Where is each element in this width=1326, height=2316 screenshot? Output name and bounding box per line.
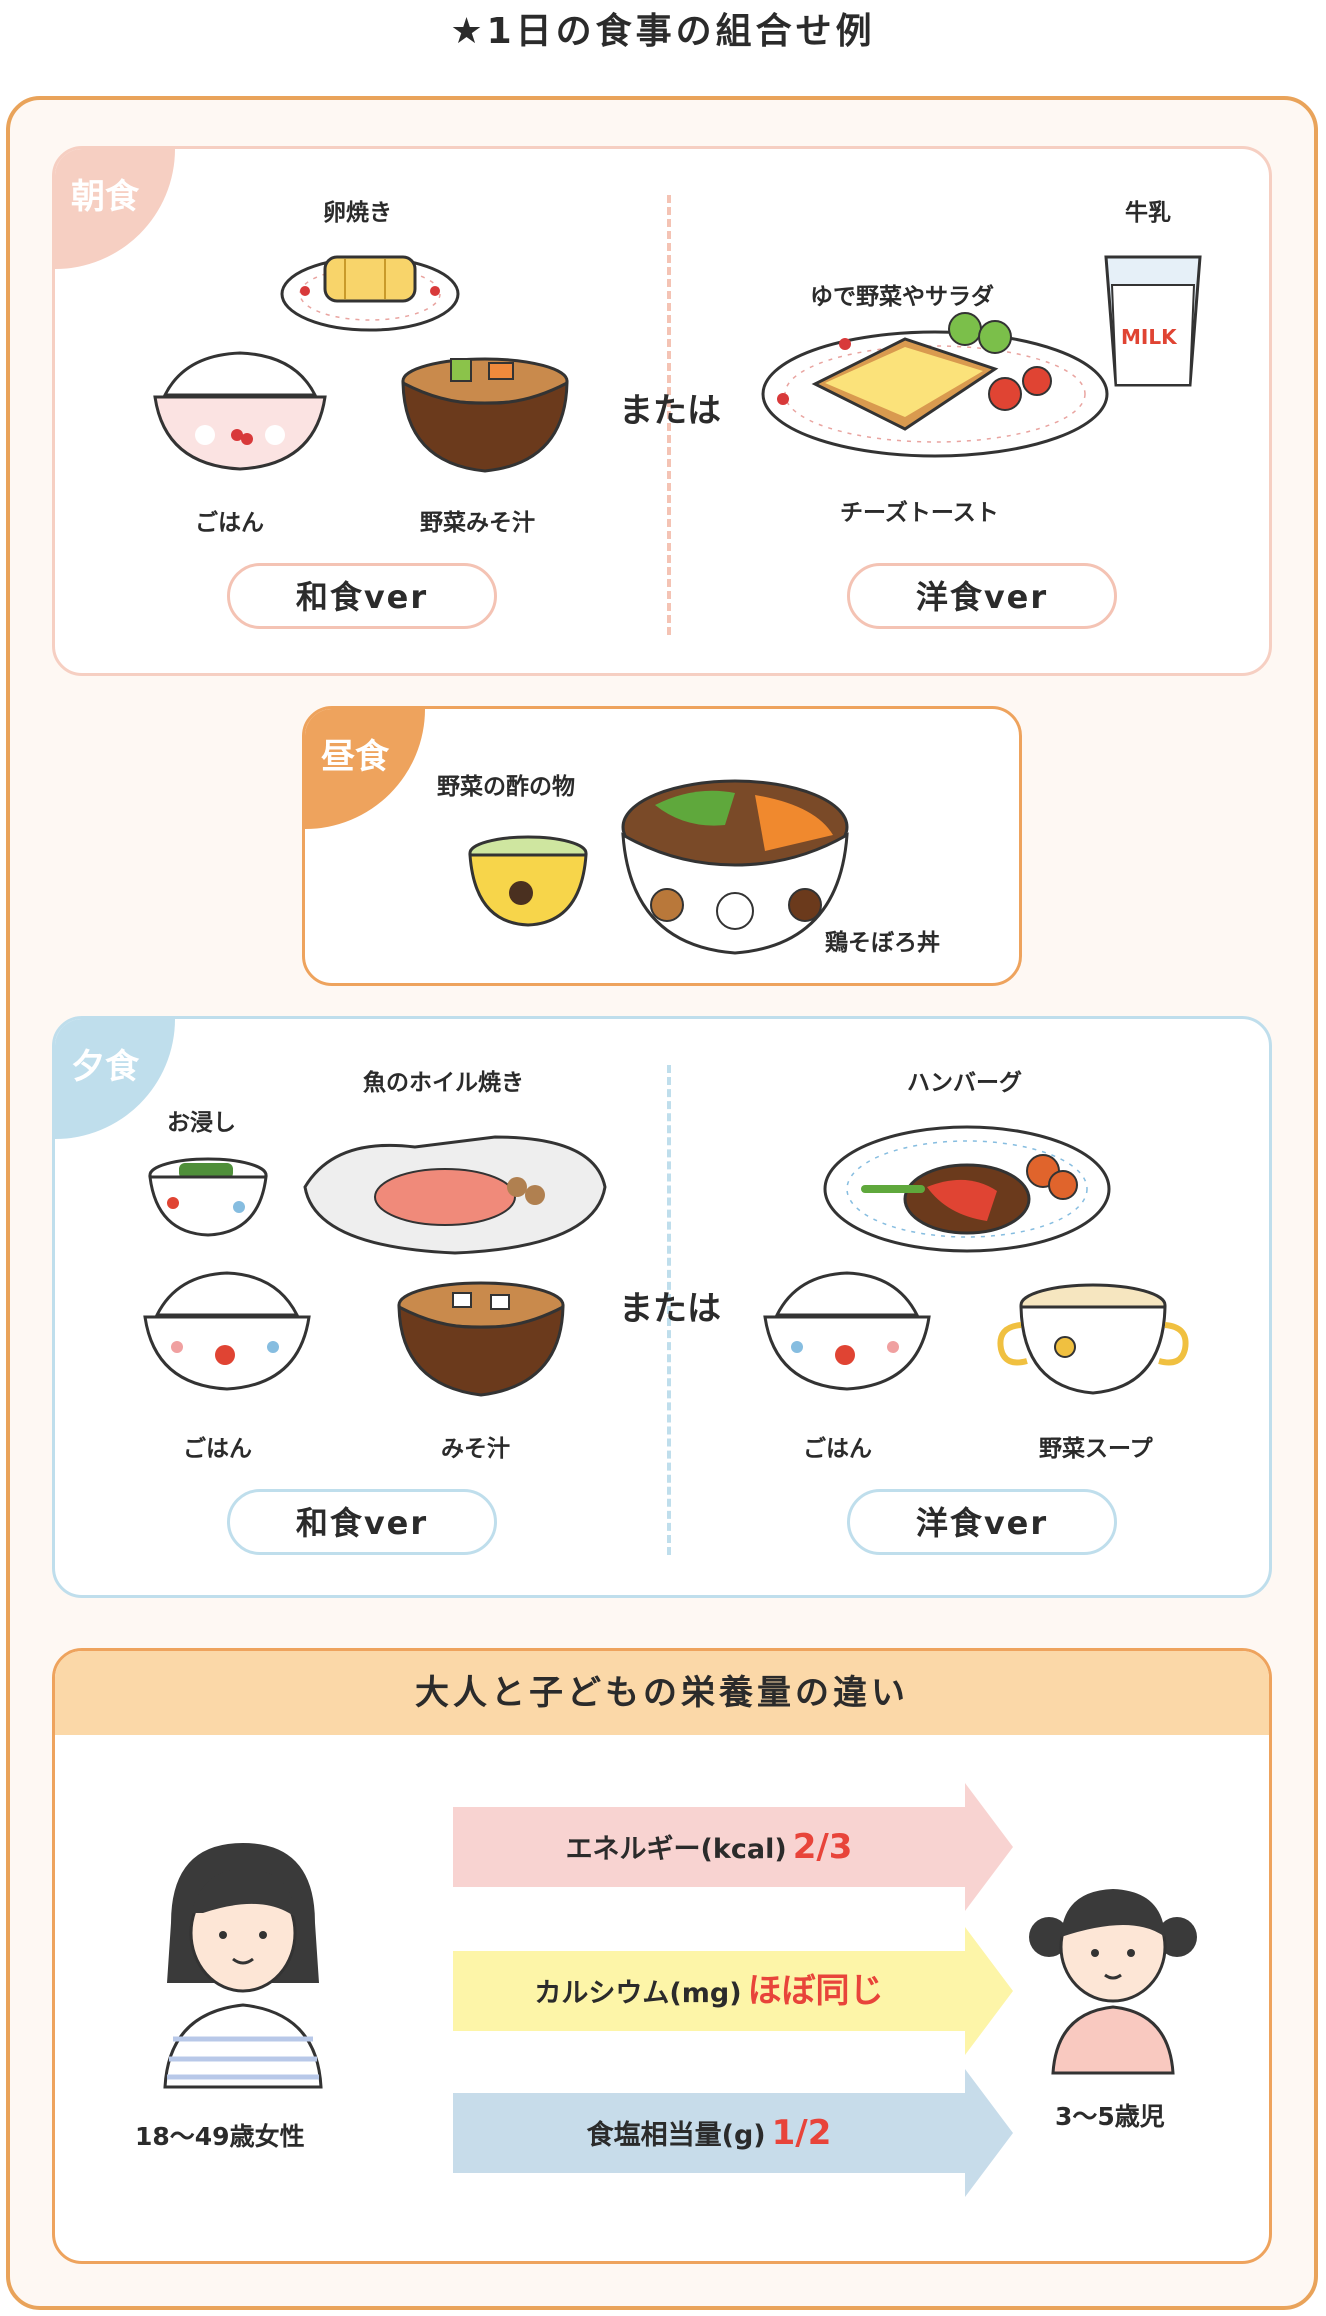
breakfast-panel: 朝食 卵焼き ごはん 野菜みそ汁 または ゆで野菜やサラダ: [52, 146, 1272, 676]
foil-fish-illustration: [303, 1135, 607, 1255]
dinner-or: または: [619, 1289, 721, 1329]
energy-label: エネルギー(kcal): [565, 1834, 787, 1865]
dinner-item-rice-west: ごはん: [803, 1436, 872, 1462]
dinner-item-vegetable-soup: 野菜スープ: [1039, 1436, 1153, 1462]
page-title: ★1日の食事の組合せ例: [450, 11, 876, 52]
rice-bowl-illustration: [153, 351, 327, 471]
dinner-item-rice-jp: ごはん: [183, 1436, 252, 1462]
hamburg-illustration: [823, 1125, 1111, 1253]
calcium-label: カルシウム(mg): [534, 1978, 742, 2009]
dinner-rice-illustration: [143, 1271, 311, 1391]
salt-arrow: 食塩相当量(g)1/2: [453, 2069, 1013, 2197]
breakfast-japanese-pill: 和食ver: [227, 563, 497, 629]
adult-label: 18～49歳女性: [135, 2122, 305, 2151]
dinner-panel: 夕食 お浸し 魚のホイル焼き ごはん みそ汁 または ハンバーグ: [52, 1016, 1272, 1598]
milk-label: MILK: [1121, 325, 1177, 349]
child-label: 3～5歳児: [1055, 2102, 1165, 2131]
lunch-item-vinegared: 野菜の酢の物: [437, 774, 575, 800]
breakfast-or: または: [619, 391, 721, 431]
chicken-soboro-bowl-illustration: [621, 779, 849, 955]
milk-glass-illustration: [1104, 255, 1202, 387]
miso-soup-illustration: [401, 357, 569, 473]
comparison-panel: 大人と子どもの栄養量の違い 18～49歳女性 3～5歳児 エネルギー(kcal)…: [52, 1648, 1272, 2264]
breakfast-item-miso-soup: 野菜みそ汁: [420, 510, 535, 536]
lunch-panel: 昼食 野菜の酢の物 鶏そぼろ丼: [302, 706, 1022, 986]
breakfast-item-rice: ごはん: [195, 510, 264, 536]
energy-arrow: エネルギー(kcal)2/3: [453, 1783, 1013, 1911]
ohitashi-illustration: [148, 1157, 268, 1237]
salt-label: 食塩相当量(g): [586, 2120, 766, 2151]
dinner-western-pill: 洋食ver: [847, 1489, 1117, 1555]
breakfast-item-salad: ゆで野菜やサラダ: [810, 284, 994, 310]
breakfast-item-tamagoyaki: 卵焼き: [323, 200, 392, 226]
energy-value: 2/3: [792, 1827, 853, 1867]
cheese-toast-illustration: [761, 312, 1109, 458]
dinner-item-ohitashi: お浸し: [167, 1110, 236, 1136]
dinner-rice-western-illustration: [763, 1271, 931, 1391]
breakfast-item-milk: 牛乳: [1125, 200, 1171, 226]
adult-woman-illustration: [163, 1843, 323, 2089]
salt-value: 1/2: [771, 2113, 832, 2153]
dinner-item-foil-fish: 魚のホイル焼き: [363, 1070, 524, 1096]
comparison-header: 大人と子どもの栄養量の違い: [55, 1651, 1269, 1735]
tamagoyaki-illustration: [280, 255, 460, 332]
calcium-arrow: カルシウム(mg)ほぼ同じ: [453, 1927, 1013, 2055]
dinner-miso-illustration: [397, 1281, 565, 1397]
breakfast-western-pill: 洋食ver: [847, 563, 1117, 629]
vinegared-dish-illustration: [468, 835, 588, 927]
calcium-value: ほぼ同じ: [747, 1971, 884, 2011]
dinner-japanese-pill: 和食ver: [227, 1489, 497, 1555]
breakfast-divider: [667, 195, 671, 635]
dinner-item-hamburg: ハンバーグ: [907, 1070, 1022, 1096]
dinner-tag: 夕食: [55, 1019, 175, 1139]
dinner-divider: [667, 1065, 671, 1555]
child-girl-illustration: [1029, 1889, 1197, 2075]
lunch-item-soboro-bowl: 鶏そぼろ丼: [825, 930, 940, 956]
lunch-tag: 昼食: [305, 709, 425, 829]
dinner-item-miso: みそ汁: [441, 1436, 510, 1462]
breakfast-item-cheese-toast: チーズトースト: [840, 500, 999, 526]
breakfast-tag: 朝食: [55, 149, 175, 269]
vegetable-soup-illustration: [997, 1283, 1189, 1395]
